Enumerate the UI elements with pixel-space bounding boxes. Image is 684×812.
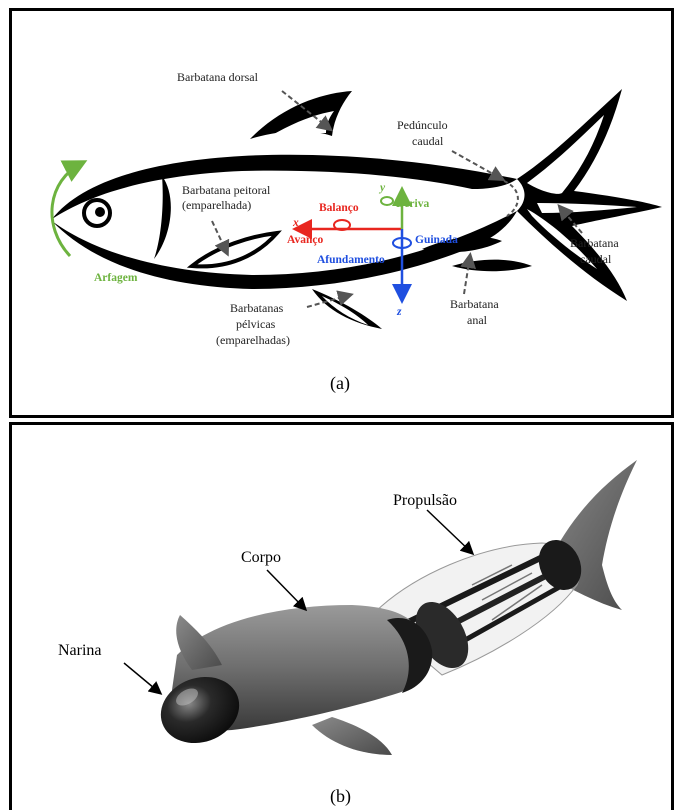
label-anal-2: anal — [467, 313, 488, 327]
label-nostril: Narina — [58, 642, 102, 659]
gill-arc — [154, 176, 171, 259]
label-pelvic-3: (emparelhadas) — [216, 333, 290, 347]
label-axis-z: z — [396, 306, 402, 318]
label-avanco: Avanço — [287, 234, 323, 246]
caption-b: (b) — [330, 786, 351, 807]
label-guinada: Guinada — [415, 234, 458, 246]
label-axis-x: x — [292, 217, 299, 229]
label-caudal-2: caudal — [580, 252, 612, 266]
label-pelvic-2: pélvicas — [236, 317, 276, 331]
label-deriva: Deriva — [396, 198, 429, 210]
label-dorsal: Barbatana dorsal — [177, 70, 259, 84]
panel-b-robot-fish: Propulsão Corpo Narina (b) — [9, 422, 674, 810]
pectoral-fin-shape — [192, 233, 277, 266]
panel-a-fish-anatomy: Barbatana dorsal Pedúnculo caudal Barbat… — [9, 8, 674, 418]
label-arfagem: Arfagem — [94, 272, 138, 284]
label-pelvic-1: Barbatanas — [230, 301, 284, 315]
fish-body-top — [52, 155, 517, 219]
caption-a: (a) — [330, 373, 350, 394]
label-axis-y: y — [378, 182, 386, 194]
label-anal-1: Barbatana — [450, 297, 499, 311]
robot-pectoral-fin-right — [312, 717, 392, 755]
label-pectoral-1: Barbatana peitoral — [182, 183, 271, 197]
label-propulsion: Propulsão — [393, 492, 457, 509]
label-caudal-1: Barbatana — [570, 236, 619, 250]
caudal-fin-shape — [517, 89, 662, 301]
fish-diagram: Barbatana dorsal Pedúnculo caudal Barbat… — [12, 11, 674, 418]
label-balanco: Balanço — [319, 202, 359, 214]
label-peduncle-2: caudal — [412, 134, 444, 148]
label-peduncle-1: Pedúnculo — [397, 118, 448, 132]
label-pectoral-2: (emparelhada) — [182, 198, 251, 212]
robot-fish-render: Propulsão Corpo Narina (b) — [12, 425, 674, 810]
label-body: Corpo — [241, 549, 281, 566]
label-afundamento: Afundamento — [317, 254, 385, 266]
